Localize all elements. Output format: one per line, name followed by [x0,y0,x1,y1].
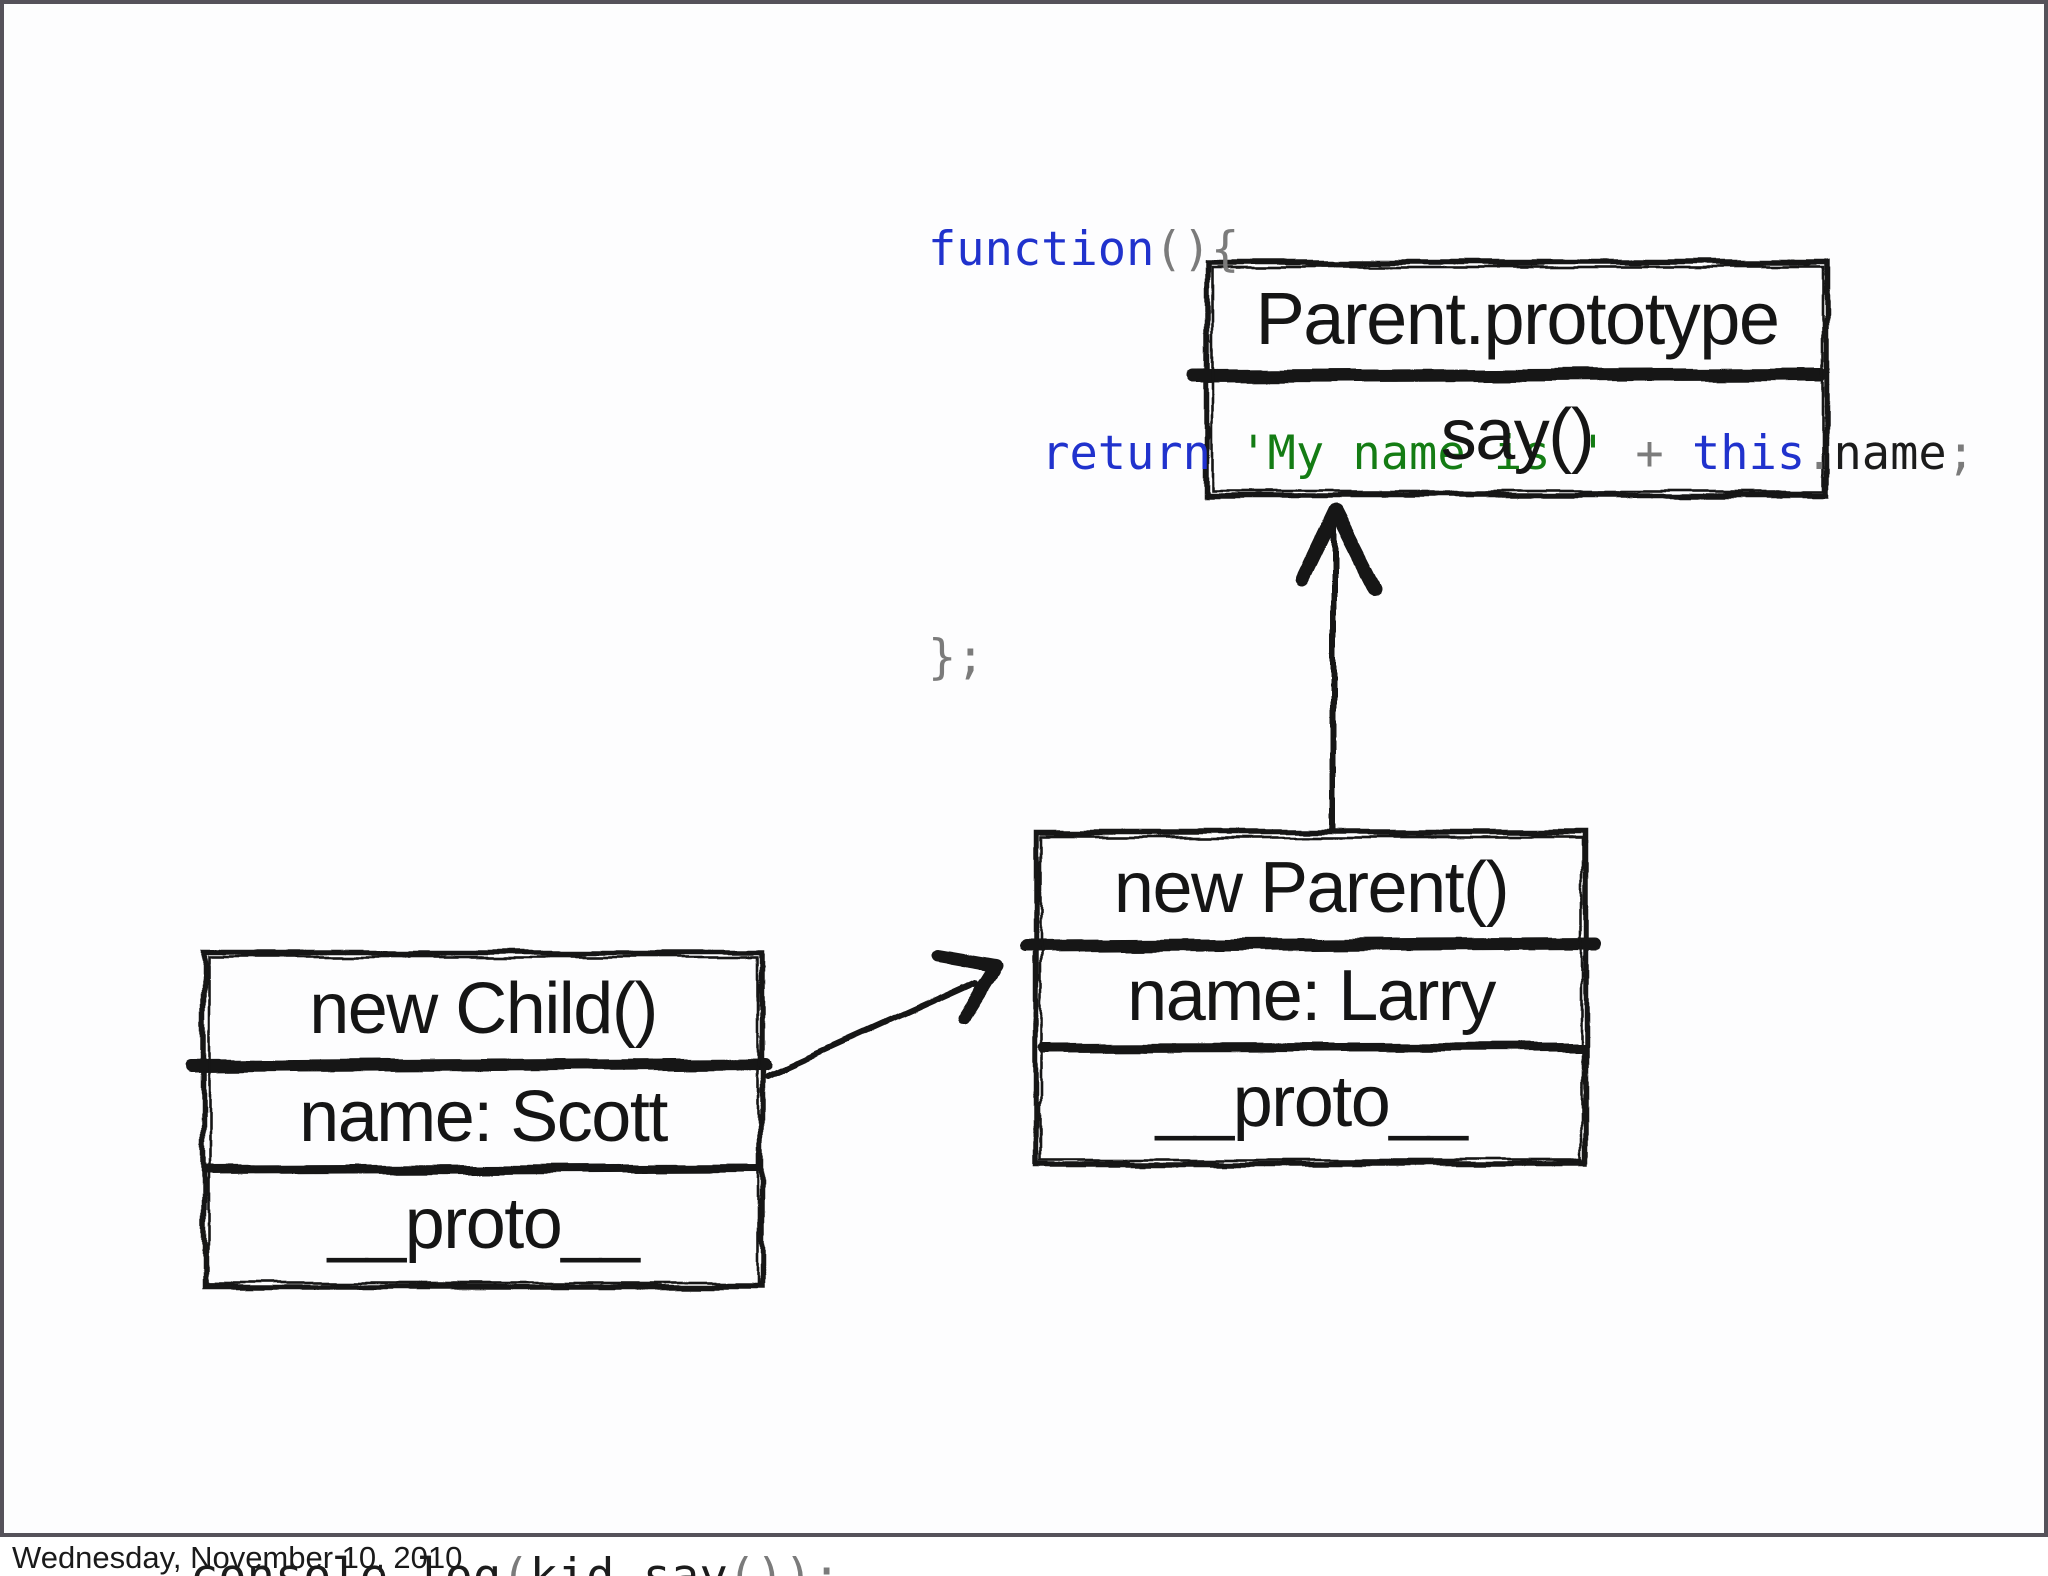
footer-date: Wednesday, November 10, 2010 [12,1540,463,1575]
parent-prototype-title: Parent.prototype [1255,276,1780,360]
new-parent-divider-1 [1020,937,1602,952]
code-snippet-function: function(){ return 'My name is ' + this.… [928,80,1975,828]
new-child-member-name: name: Scott [299,1077,668,1157]
new-child-box-outline [201,949,765,1290]
inheritance-arrow-vertical-head [1295,504,1381,595]
new-child-box: new Child() name: Scott __proto__ [204,952,762,1287]
inheritance-arrow-diagonal-shaft [765,979,979,1079]
slide-frame [0,0,2048,1537]
new-parent-divider-2 [1037,1042,1589,1053]
new-parent-box: new Parent() name: Larry __proto__ [1036,832,1586,1164]
code-line: console.log(kid.say()); [190,1549,841,1576]
parent-prototype-box: Parent.prototype say() [1207,262,1827,495]
code-snippet-console-log: console.log(kid.say()); [190,1437,841,1576]
new-parent-member-proto: __proto__ [1155,1062,1468,1142]
new-child-title: new Child() [309,968,658,1049]
parent-prototype-member-say: say() [1440,394,1595,475]
new-child-box-outline-inner [207,955,760,1285]
new-parent-member-name: name: Larry [1127,956,1496,1036]
code-line: }; [928,630,985,685]
code-line: function(){ [928,222,1240,277]
parent-prototype-divider [1186,367,1827,383]
code-line: return 'My name is ' + this.name; [1041,426,1975,481]
new-parent-title: new Parent() [1113,848,1510,928]
inheritance-arrow-diagonal-head [931,949,1003,1024]
new-child-member-proto: __proto__ [327,1184,640,1264]
new-parent-box-outline-inner [1039,835,1584,1162]
parent-prototype-box-outline-inner [1210,265,1825,493]
new-parent-box-outline [1033,829,1589,1167]
new-child-divider-1 [186,1058,772,1073]
new-child-divider-2 [201,1163,765,1175]
